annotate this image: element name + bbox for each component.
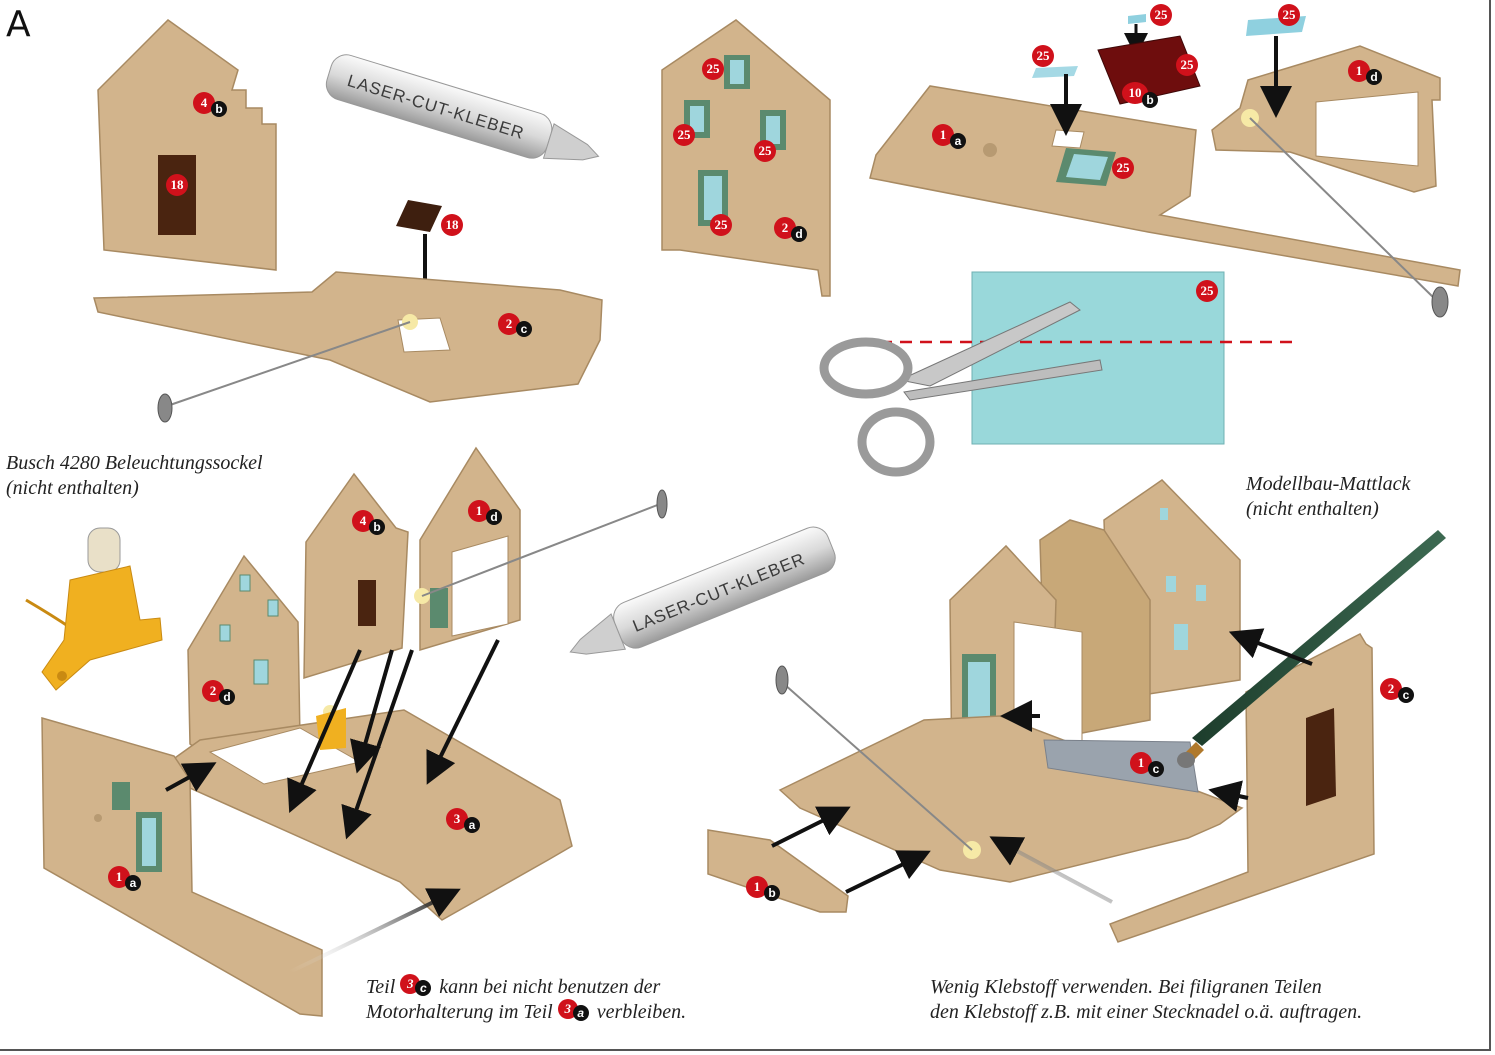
part-label-25-f: 25: [1032, 45, 1054, 67]
glass-sheet-25: [880, 271, 1300, 445]
glue-tube-top: LASER-CUT-KLEBER: [325, 54, 600, 161]
wall-1d-mid: [414, 446, 668, 652]
inline-part-3a: 3 a: [557, 999, 592, 1021]
caption-part3-line2: Motorhalterung im Teil 3 a verbleiben.: [366, 999, 687, 1023]
inline-part-3c: 3 c: [400, 974, 434, 996]
wall-4b-mid: [303, 472, 409, 680]
caption-varnish-line2: (nicht enthalten): [1246, 498, 1379, 520]
wall-4b-top: [97, 19, 277, 271]
base-plate-2c: [93, 271, 603, 423]
glass-25-piece: [1032, 66, 1078, 78]
part-label-25-h: 25: [1112, 157, 1134, 179]
caption-socket-line2: (nicht enthalten): [6, 477, 139, 499]
caption-varnish-line1: Modellbau-Mattlack: [1246, 473, 1411, 495]
wall-1b: [707, 829, 849, 913]
caption-part3-line1: Teil 3 c kann bei nicht benutzen der: [366, 974, 661, 998]
part-label-25-d: 25: [710, 214, 732, 236]
wall-1d-top: [1211, 16, 1449, 318]
part-label-25-b: 25: [673, 124, 695, 146]
section-label: A: [6, 4, 31, 45]
part-label-25-sheet: 25: [1196, 280, 1218, 302]
scissors: [819, 301, 1103, 477]
glue-tube-bottom: LASER-CUT-KLEBER: [569, 526, 836, 655]
part-label-25-a: 25: [702, 58, 724, 80]
light-socket: [25, 527, 163, 691]
part-label-18-piece: 18: [441, 214, 463, 236]
front-wall-2d: [661, 19, 831, 297]
glass-25-small: [1128, 14, 1146, 24]
base-plate-3a: [171, 705, 573, 921]
caption-socket-line1: Busch 4280 Beleuchtungssockel: [6, 452, 263, 474]
assembled-house: [775, 479, 1244, 883]
wall-2d-mid: [187, 554, 301, 757]
part-label-25-e: 25: [1150, 4, 1172, 26]
caption-glue-line2: den Klebstoff z.B. mit einer Stecknadel …: [930, 1001, 1363, 1023]
caption-glue-line1: Wenig Klebstoff verwenden. Bei filigrane…: [930, 976, 1322, 998]
paintbrush: [1177, 530, 1446, 768]
part-label-25-i: 25: [1278, 4, 1300, 26]
wall-1a-bottom: [41, 716, 323, 1017]
assembly-arrows-right: [771, 628, 1313, 904]
wall-2c-right: [1108, 633, 1375, 943]
part-label-25-c: 25: [754, 140, 776, 162]
part-label-18-door: 18: [166, 174, 188, 196]
assembly-arrows-left: [165, 639, 500, 974]
part-label-25-g: 25: [1176, 54, 1198, 76]
